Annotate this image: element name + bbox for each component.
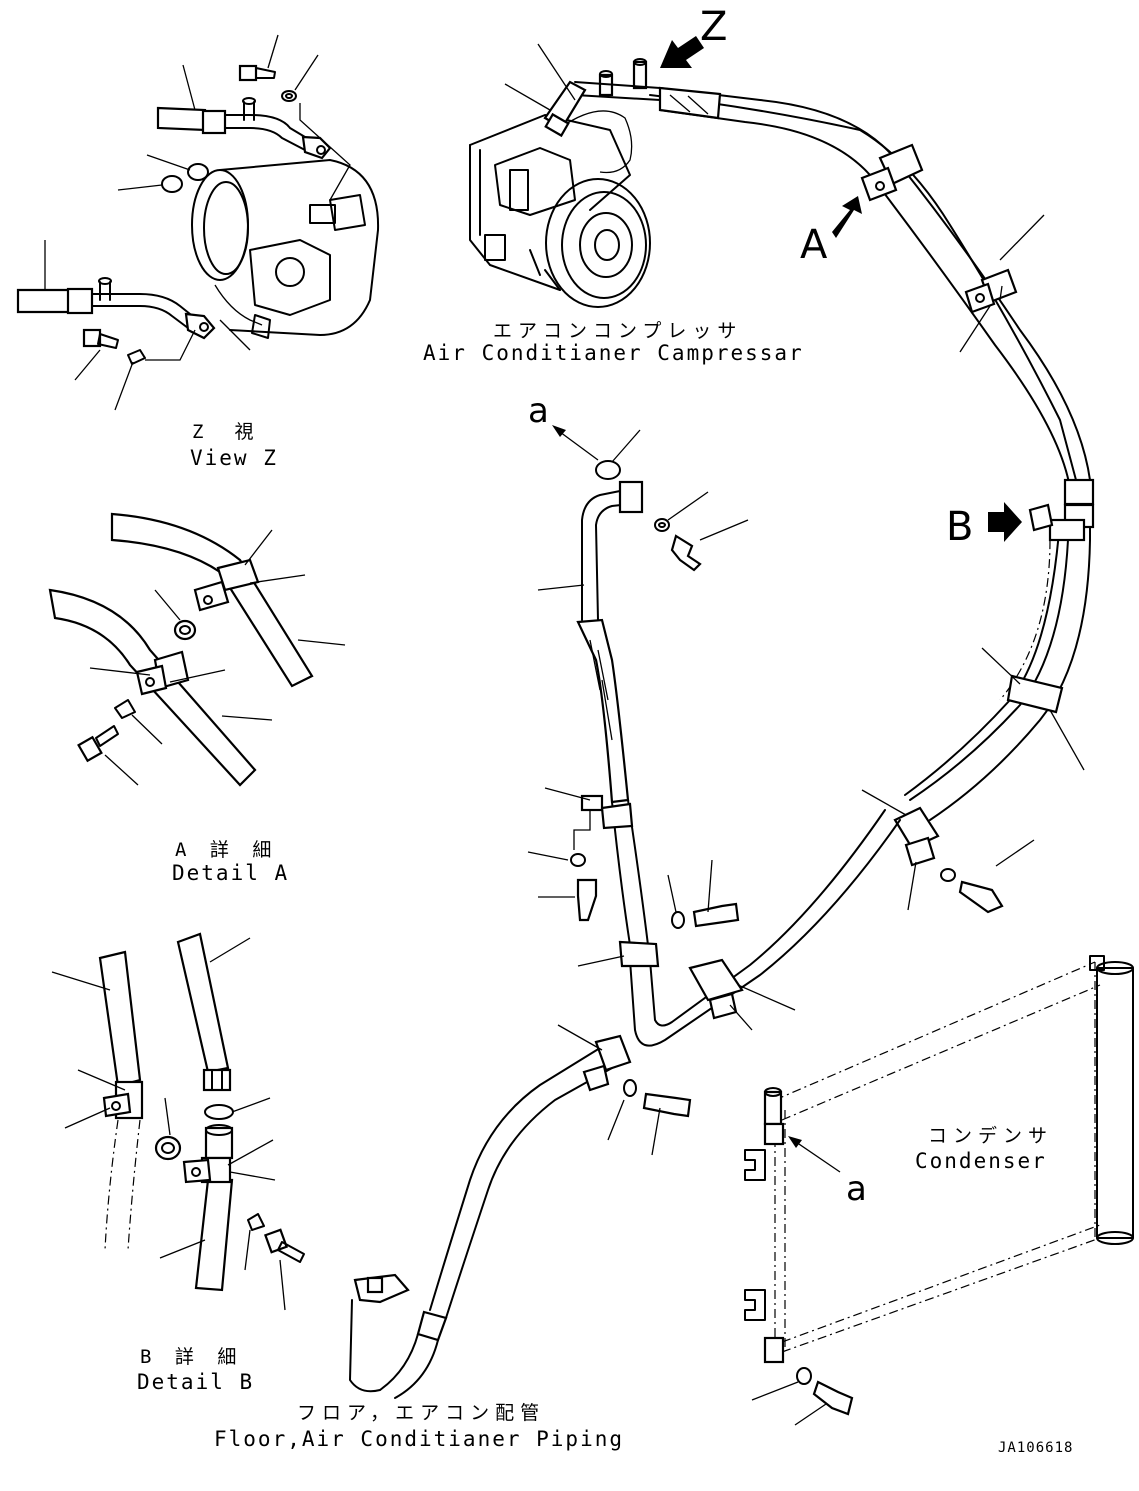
view-z-oring-2 bbox=[161, 175, 183, 193]
detail-a-title-en: Detail A bbox=[172, 861, 289, 885]
detail-b-leader-lines bbox=[51, 937, 286, 1311]
detail-b-hose-right bbox=[176, 932, 230, 1074]
main-hose-route bbox=[649, 86, 1091, 821]
detail-b-bolt bbox=[263, 1228, 305, 1263]
detail-b-group: B 詳 細 Detail B bbox=[51, 932, 305, 1394]
middle-clamp-1 bbox=[600, 802, 634, 830]
view-z-upper-hose bbox=[156, 97, 332, 160]
compressor-hose-sleeve bbox=[658, 86, 722, 120]
view-z-compressor bbox=[191, 159, 380, 339]
middle-top-oring bbox=[595, 460, 621, 480]
floor-piping-label-en: Floor,Air Conditianer Piping bbox=[214, 1427, 624, 1451]
main-hardware bbox=[570, 518, 1004, 1118]
detail-b-title-jp: B 詳 細 bbox=[140, 1346, 242, 1368]
condenser-bolt bbox=[812, 1380, 854, 1416]
detail-b-hose-left-hidden bbox=[104, 1119, 141, 1251]
middle-hose-route bbox=[576, 460, 901, 1047]
detail-a-clamp-lower bbox=[135, 650, 190, 696]
detail-b-clamp-left bbox=[102, 1080, 144, 1120]
condenser-washer bbox=[796, 1367, 812, 1385]
condenser-group: a コンデンサ Condenser bbox=[744, 955, 1134, 1426]
detail-b-oring bbox=[204, 1104, 234, 1120]
condenser-top-fitting bbox=[763, 1087, 785, 1146]
detail-a-clamp-upper bbox=[193, 558, 260, 612]
view-z-lower-bolt bbox=[82, 328, 146, 365]
view-z-lower-hose bbox=[16, 277, 216, 340]
marker-a-arrow-icon bbox=[832, 196, 862, 238]
main-compressor-body bbox=[469, 110, 651, 308]
main-leader-lines bbox=[527, 214, 1085, 1156]
b-area-fittings bbox=[1028, 478, 1095, 542]
condenser-brackets bbox=[744, 1149, 766, 1321]
marker-a: A bbox=[800, 196, 862, 268]
detail-b-washer bbox=[247, 1213, 265, 1231]
detail-a-hose-upper bbox=[110, 512, 314, 688]
detail-a-bolt bbox=[77, 725, 119, 763]
floor-hose-clamp-tab bbox=[582, 1064, 610, 1092]
detail-b-hose-left bbox=[98, 950, 142, 1088]
route-clamp-a bbox=[860, 143, 924, 202]
view-z-upper-bolt bbox=[238, 64, 297, 102]
detail-b-hose-bottom bbox=[194, 1178, 234, 1292]
condenser-label-jp: コンデンサ bbox=[928, 1125, 1053, 1147]
main-compressor-leaders bbox=[504, 43, 576, 111]
condenser-leader-1 bbox=[751, 1381, 799, 1401]
detail-b-hex-fitting bbox=[202, 1068, 232, 1092]
condenser-label-en: Condenser bbox=[915, 1149, 1047, 1173]
detail-b-title-en: Detail B bbox=[137, 1370, 254, 1394]
middle-top-fitting bbox=[618, 480, 644, 514]
view-z-title-en: View Z bbox=[190, 446, 278, 470]
floor-hose-clamp bbox=[594, 1034, 632, 1072]
view-z-title-jp: Z 視 bbox=[192, 421, 259, 443]
detail-b-clamp-right bbox=[182, 1156, 232, 1184]
marker-b-arrow-icon bbox=[988, 502, 1022, 542]
view-z-arrow-icon bbox=[660, 36, 704, 68]
ref-a-condenser-arrow-icon bbox=[788, 1136, 802, 1148]
ref-a-top: a bbox=[528, 391, 599, 461]
floor-end-fitting-bolt bbox=[366, 1276, 384, 1294]
marker-b: B bbox=[946, 502, 1022, 550]
main-compressor-group: エアコンコンプレッサ Air Conditianer Campressar bbox=[423, 43, 804, 365]
ref-a-top-label: a bbox=[528, 391, 549, 431]
drawing-code: JA106618 bbox=[998, 1440, 1073, 1456]
view-z-arrow: Z bbox=[660, 4, 727, 68]
floor-piping-label-jp: フロア，エアコン配管 bbox=[297, 1402, 545, 1424]
compressor-label-jp: エアコンコンプレッサ bbox=[493, 320, 742, 342]
condenser-bottom-fitting bbox=[763, 1336, 785, 1364]
detail-b-spacer bbox=[154, 1135, 182, 1161]
marker-a-label: A bbox=[800, 222, 828, 268]
detail-a-washer bbox=[114, 699, 136, 719]
condenser-leader-2 bbox=[794, 1403, 827, 1426]
route-clamp-2 bbox=[964, 268, 1018, 314]
detail-a-group: A 詳 細 Detail A bbox=[48, 512, 346, 885]
view-z-oring-1 bbox=[187, 163, 209, 181]
middle-clamp-2 bbox=[618, 940, 660, 968]
view-z-marker: Z bbox=[700, 4, 727, 50]
compressor-label-en: Air Conditianer Campressar bbox=[423, 341, 804, 365]
main-compressor-fittings bbox=[543, 58, 661, 138]
route-clamp-4 bbox=[893, 806, 940, 867]
ref-a-condenser-label: a bbox=[846, 1169, 867, 1209]
view-z-group: Z 視 View Z bbox=[16, 34, 380, 470]
floor-hose-sleeve bbox=[416, 1310, 448, 1342]
ref-a-condenser: a bbox=[788, 1136, 867, 1209]
marker-b-label: B bbox=[946, 504, 973, 550]
ref-a-top-arrow-icon bbox=[552, 425, 566, 437]
route-clamp-3 bbox=[1006, 674, 1064, 714]
detail-a-leader-lines bbox=[89, 529, 346, 786]
condenser-receiver-tank bbox=[1089, 955, 1134, 1245]
view-z-leader-lines bbox=[44, 34, 351, 411]
middle-clamp-3 bbox=[688, 958, 744, 1002]
floor-hose-route bbox=[349, 1034, 632, 1399]
detail-a-spacer bbox=[173, 619, 197, 641]
detail-b-lower-fitting bbox=[204, 1124, 234, 1160]
detail-a-title-jp: A 詳 細 bbox=[175, 839, 277, 861]
